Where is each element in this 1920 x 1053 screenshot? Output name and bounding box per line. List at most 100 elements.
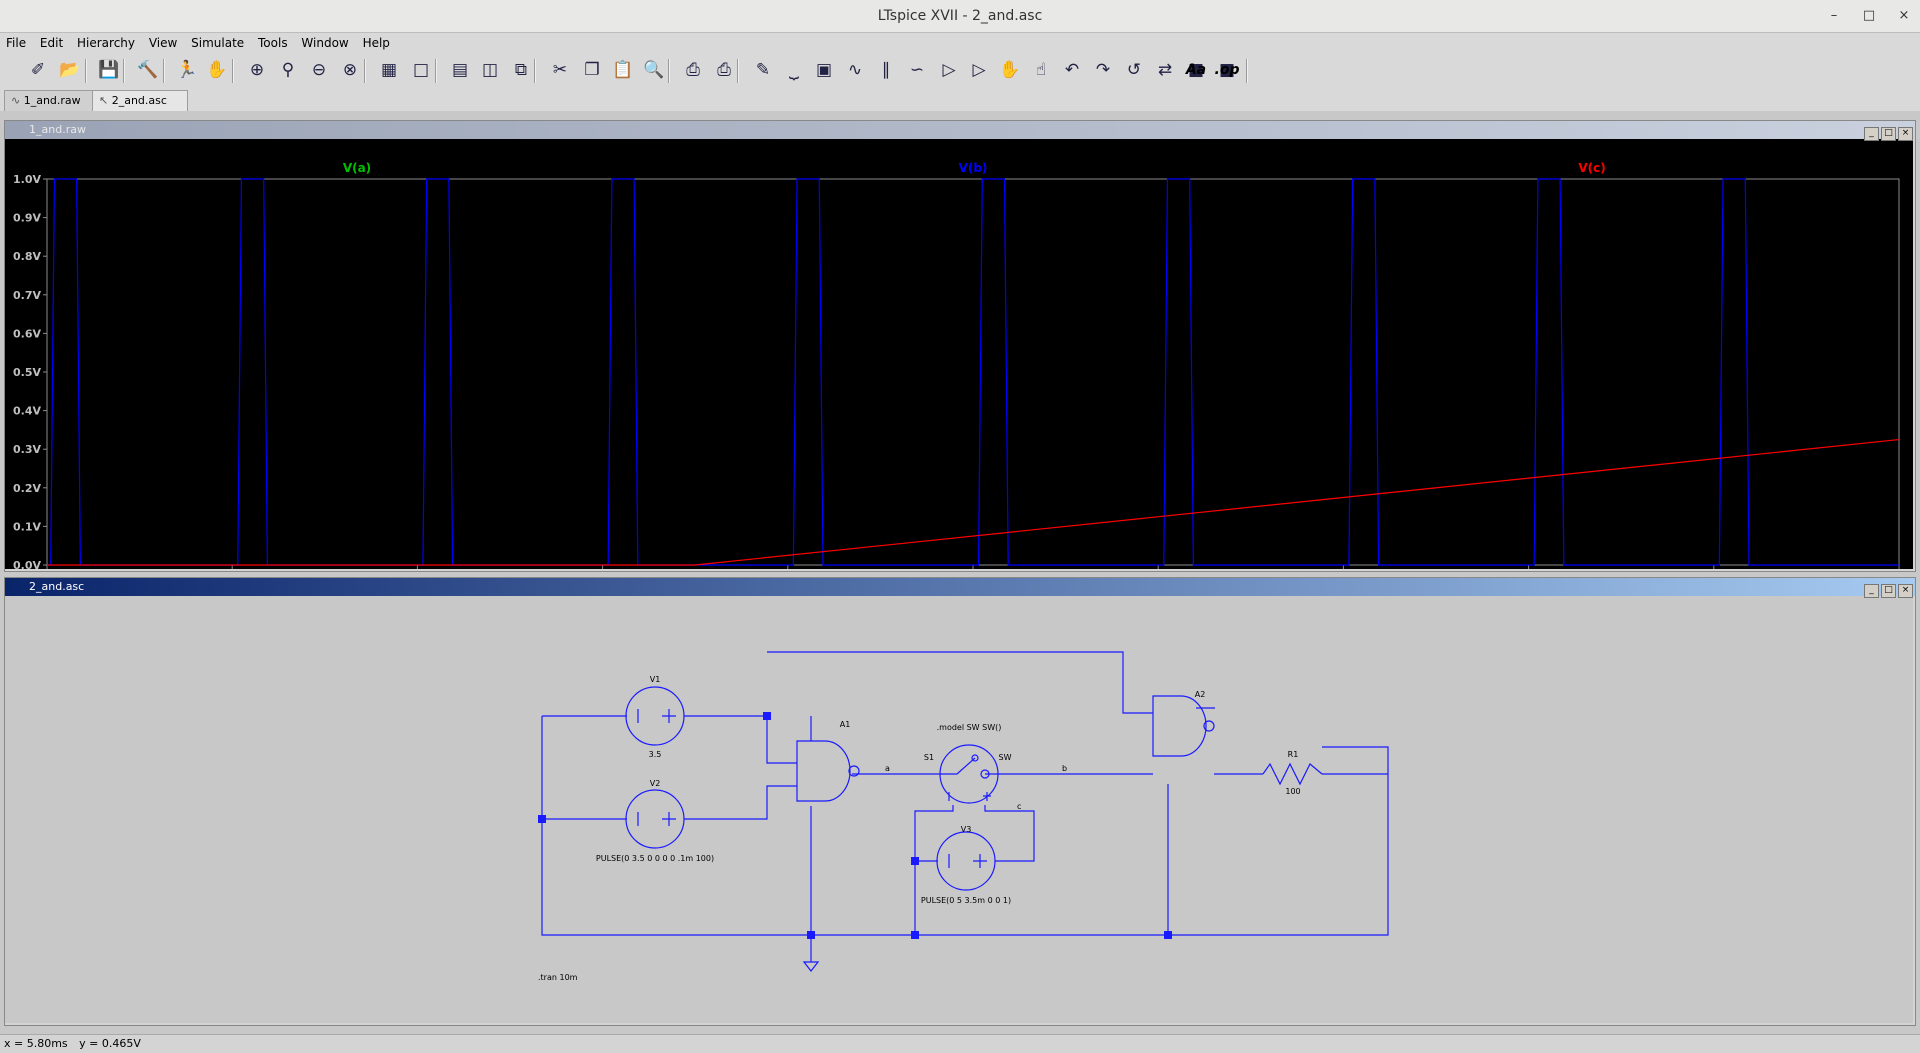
schematic-window[interactable]: 2_and.asc _□× (4, 577, 1916, 1026)
text-label-button[interactable]: Aa (1185, 62, 1207, 78)
save-icon[interactable]: 💾 (98, 60, 120, 80)
find-icon[interactable]: 🔍 (643, 60, 665, 80)
move-icon[interactable]: ✋ (999, 60, 1021, 80)
resistor-r1[interactable] (1262, 762, 1323, 786)
capacitor-icon[interactable]: ∥ (881, 60, 891, 80)
spice-directive-icon[interactable]: ■ (1218, 60, 1236, 80)
close-button[interactable]: × (1898, 8, 1910, 23)
voltage-source-v3[interactable] (936, 831, 996, 891)
resistor-icon[interactable]: ∿ (847, 60, 863, 80)
maximize-button[interactable]: □ (1862, 8, 1876, 23)
trace-vb[interactable] (47, 178, 1899, 566)
menu-edit[interactable]: Edit (39, 36, 64, 50)
label-a1-name[interactable]: A1 (840, 720, 851, 729)
control-panel-icon[interactable]: 🔨 (137, 60, 159, 80)
label-v3-value[interactable]: PULSE(0 5 3.5m 0 0 1) (921, 896, 1011, 905)
open-icon[interactable]: 📂 (59, 60, 81, 80)
trace-label-vc[interactable]: V(c) (1578, 161, 1605, 175)
wire-icon[interactable]: ✎ (755, 60, 771, 80)
wire[interactable] (914, 805, 954, 862)
label-v1-value[interactable]: 3.5 (649, 750, 662, 759)
net-label-a[interactable]: a (885, 764, 890, 773)
pan-icon[interactable]: ✋ (206, 60, 228, 80)
label-a2-name[interactable]: A2 (1195, 690, 1206, 699)
label-v2-name[interactable]: V2 (650, 779, 661, 788)
cut-icon[interactable]: ✂ (552, 60, 568, 80)
net-label-b[interactable]: b (1062, 764, 1067, 773)
label-net-icon[interactable]: ▣ (815, 60, 833, 80)
directive-label-button[interactable]: .op (1214, 62, 1240, 78)
label-v2-value[interactable]: PULSE(0 3.5 0 0 0 0 .1m 100) (596, 854, 714, 863)
y-tick-label: 0.0V (13, 559, 41, 569)
zoom-out-icon[interactable]: ⊖ (311, 60, 327, 80)
mirror-icon[interactable]: ⇄ (1157, 60, 1173, 80)
menu-simulate[interactable]: Simulate (191, 36, 245, 50)
schematic-close-button[interactable]: × (1898, 584, 1913, 598)
undo-icon[interactable]: ↶ (1064, 60, 1080, 80)
label-v1-name[interactable]: V1 (650, 675, 661, 684)
print-icon[interactable]: ⎙ (686, 60, 700, 80)
rotate-icon[interactable]: ↺ (1126, 60, 1142, 80)
zoom-fit-icon[interactable]: ⊗ (342, 60, 358, 80)
zoom-in-icon[interactable]: ⊕ (249, 60, 265, 80)
plot-maximize-button[interactable]: □ (1881, 127, 1896, 141)
new-schematic-icon[interactable]: ✐ (30, 60, 46, 80)
label-v3-name[interactable]: V3 (961, 825, 972, 834)
wire[interactable] (984, 805, 1035, 862)
and-gate-a1[interactable] (796, 740, 851, 802)
label-r1-value[interactable]: 100 (1285, 787, 1300, 796)
cascade-icon[interactable]: ⧉ (514, 60, 528, 80)
net-label-c[interactable]: c (1017, 802, 1021, 811)
label-s1-model[interactable]: SW (999, 753, 1012, 762)
menu-help[interactable]: Help (362, 36, 390, 50)
ground-symbol[interactable] (802, 961, 820, 972)
component-icon[interactable]: ▷ (972, 60, 986, 80)
wire[interactable] (684, 785, 797, 820)
tab-2-and-asc[interactable]: ↖ 2_and.asc (92, 90, 188, 111)
minimize-button[interactable]: – (1830, 8, 1838, 23)
voltage-source-v1[interactable] (625, 686, 685, 746)
redo-icon[interactable]: ↷ (1095, 60, 1111, 80)
delete-plot-icon[interactable]: □ (412, 60, 430, 80)
inductor-icon[interactable]: ∽ (909, 60, 925, 80)
print-preview-icon[interactable]: ⎙ (717, 60, 731, 80)
label-tran-directive[interactable]: .tran 10m (538, 973, 578, 982)
schematic-maximize-button[interactable]: □ (1881, 584, 1896, 598)
run-icon[interactable]: 🏃 (176, 60, 198, 80)
wire[interactable] (541, 716, 1389, 936)
menu-hierarchy[interactable]: Hierarchy (77, 36, 136, 50)
schematic-canvas[interactable]: V1 3.5 V2 PULSE(0 3.5 0 0 0 0 .1m 100) V… (5, 596, 1913, 1023)
toolbar-separator (123, 59, 125, 83)
tile-horizontal-icon[interactable]: ▤ (451, 60, 469, 80)
plot-minimize-button[interactable]: _ (1864, 127, 1879, 141)
menu-file[interactable]: File (6, 36, 27, 50)
trace-label-vb[interactable]: V(b) (959, 161, 988, 175)
tile-vertical-icon[interactable]: ◫ (481, 60, 499, 80)
text-icon[interactable]: ■ (1187, 60, 1205, 80)
trace-vc[interactable] (47, 438, 1900, 566)
label-r1-name[interactable]: R1 (1288, 750, 1299, 759)
ground-icon[interactable]: ⏟ (788, 60, 800, 80)
wire[interactable] (684, 715, 797, 764)
menu-view[interactable]: View (148, 36, 178, 50)
paste-icon[interactable]: 📋 (612, 60, 634, 80)
menu-window[interactable]: Window (301, 36, 349, 50)
autorange-icon[interactable]: ▦ (380, 60, 398, 80)
wire[interactable] (767, 651, 1153, 714)
label-s1-name[interactable]: S1 (924, 753, 934, 762)
drag-icon[interactable]: ☝ (1035, 60, 1047, 80)
toolbar-separator (435, 59, 437, 83)
trace-label-va[interactable]: V(a) (343, 161, 371, 175)
waveform-plot[interactable]: 0.0V0.1V0.2V0.3V0.4V0.5V0.6V0.7V0.8V0.9V… (5, 139, 1913, 569)
menu-tools[interactable]: Tools (258, 36, 288, 50)
copy-icon[interactable]: ❐ (584, 60, 600, 80)
schematic-minimize-button[interactable]: _ (1864, 584, 1879, 598)
tab-1-and-raw[interactable]: ∿ 1_and.raw (4, 90, 98, 111)
diode-icon[interactable]: ▷ (942, 60, 956, 80)
zoom-area-icon[interactable]: ⚲ (281, 60, 295, 80)
plot-close-button[interactable]: × (1898, 127, 1913, 141)
label-model-directive[interactable]: .model SW SW() (937, 723, 1002, 732)
and-gate-a2[interactable] (1152, 695, 1207, 757)
voltage-source-v2[interactable] (625, 789, 685, 849)
